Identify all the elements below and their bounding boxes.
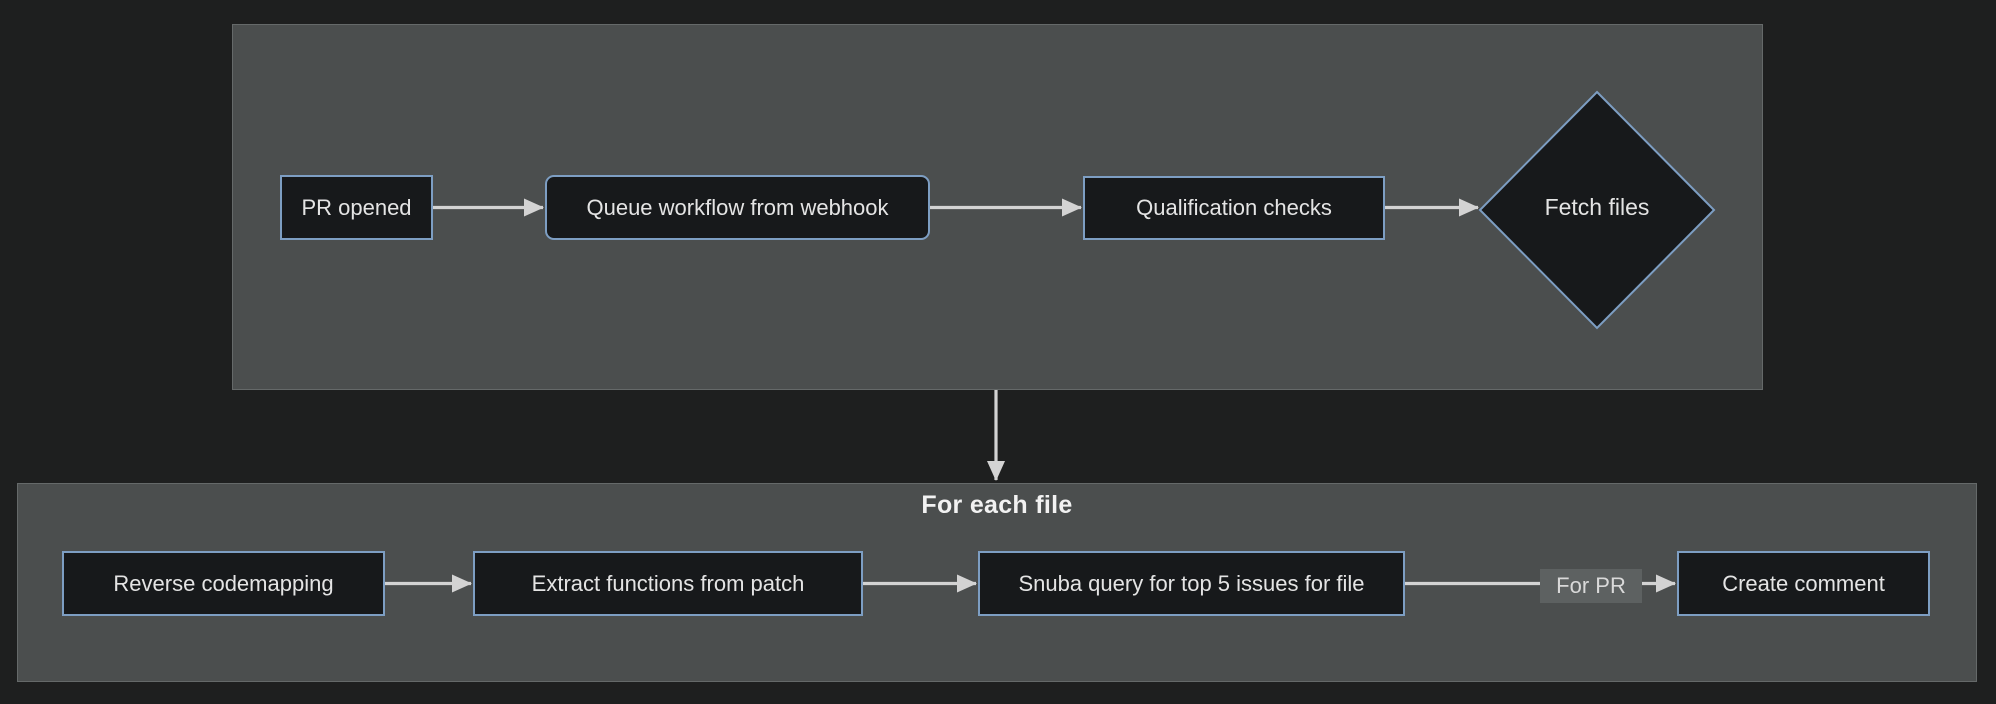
cluster-title-for-each-file: For each file	[921, 491, 1073, 519]
node-pr-opened-label: PR opened	[301, 194, 412, 220]
node-snuba-query-label: Snuba query for top 5 issues for file	[1018, 570, 1365, 596]
node-reverse-codemapping-label: Reverse codemapping	[113, 570, 334, 596]
node-pr-opened: PR opened	[280, 175, 433, 240]
node-reverse-codemapping: Reverse codemapping	[62, 551, 385, 616]
node-extract-functions-label: Extract functions from patch	[531, 570, 805, 596]
node-create-comment: Create comment	[1677, 551, 1930, 616]
node-fetch-files-shape	[1478, 90, 1716, 330]
node-qualification-checks: Qualification checks	[1083, 176, 1385, 240]
edge-label-for-pr: For PR	[1540, 569, 1642, 603]
node-queue-workflow: Queue workflow from webhook	[545, 175, 930, 240]
node-fetch-files-label: Fetch files	[1544, 194, 1650, 220]
node-queue-workflow-label: Queue workflow from webhook	[586, 194, 889, 220]
node-snuba-query: Snuba query for top 5 issues for file	[978, 551, 1405, 616]
node-qualification-checks-label: Qualification checks	[1136, 195, 1332, 220]
node-create-comment-label: Create comment	[1722, 570, 1885, 596]
node-extract-functions: Extract functions from patch	[473, 551, 863, 616]
